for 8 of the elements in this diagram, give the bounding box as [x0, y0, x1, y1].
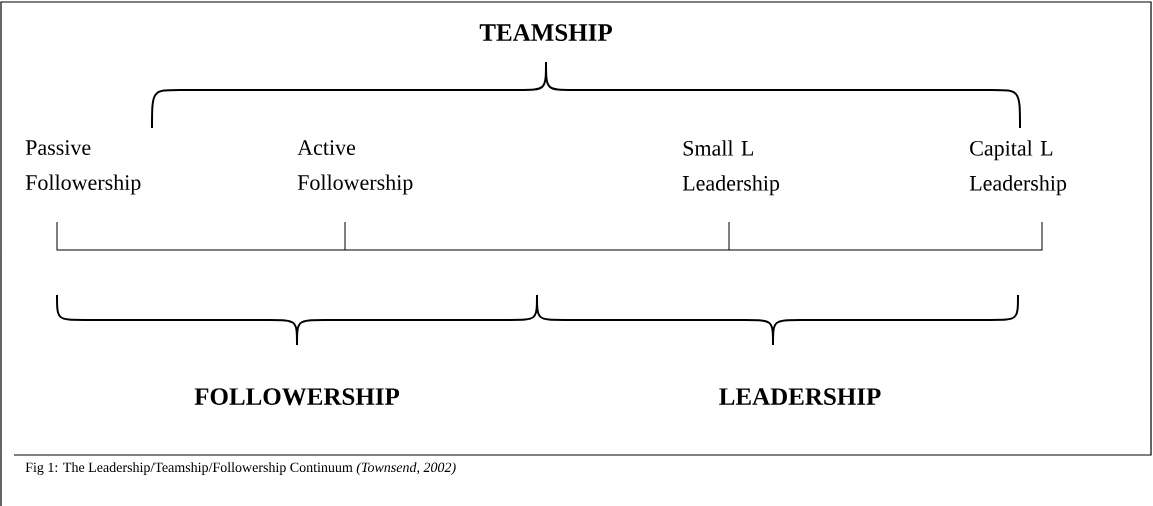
scale-point-label: Active Followership	[297, 140, 413, 195]
scale-point-label: Capital L Leadership	[969, 140, 1067, 196]
brace-heading: FOLLOWERSHIP	[194, 388, 400, 406]
brace-heading: LEADERSHIP	[719, 388, 881, 405]
caption: Fig 1: The Leadership/Teamship/Followership Continuum (Townsend, 2002)	[25, 462, 456, 475]
brace-heading: TEAMSHIP	[479, 24, 612, 41]
scale-point-label: Passive Followership	[25, 140, 141, 195]
scale-point-label: Small L Leadership	[682, 140, 780, 196]
